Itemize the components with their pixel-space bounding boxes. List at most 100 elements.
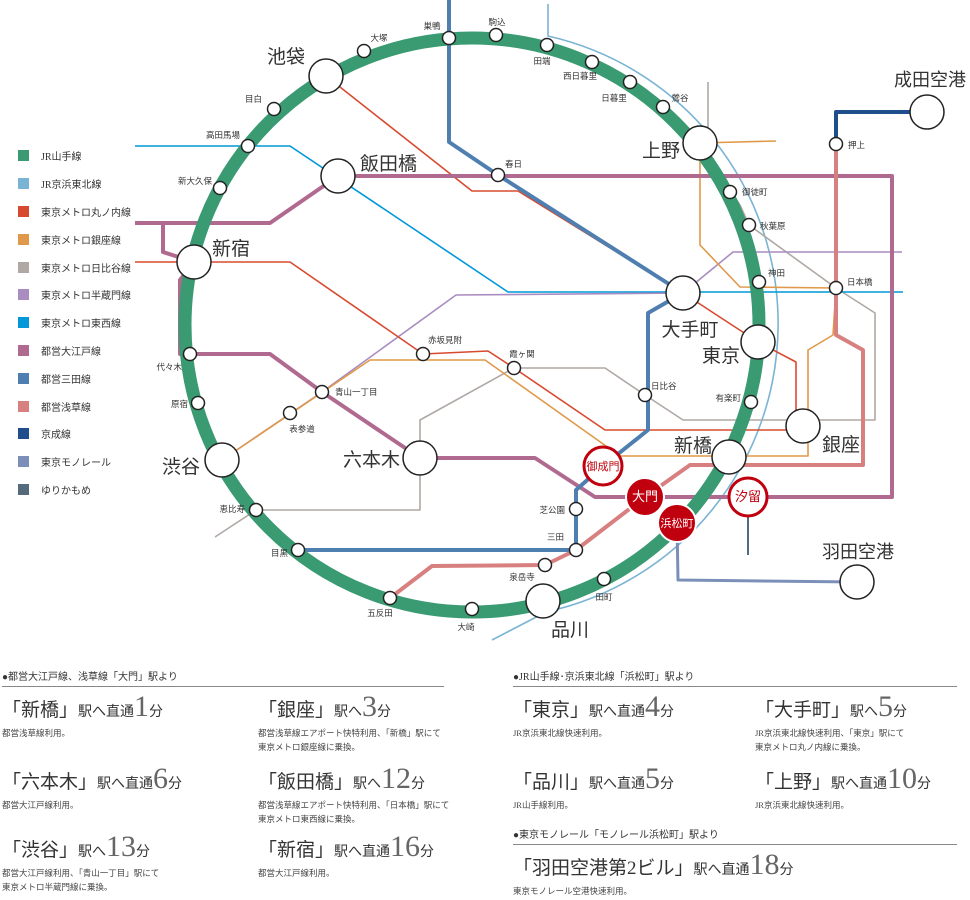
access-time: 「新橋」駅へ直通1分 — [2, 690, 163, 724]
access-time: 「品川」駅へ直通5分 — [513, 762, 674, 796]
station-marker-major[interactable] — [665, 275, 701, 311]
station-marker[interactable] — [568, 542, 584, 558]
legend-item: 京成線 — [18, 420, 131, 448]
route-note: JR京浜東北線快速利用、「東京」駅にて 東京メトロ丸ノ内線に乗換。 — [755, 728, 905, 752]
station-marker[interactable] — [182, 346, 198, 362]
station-marker[interactable] — [741, 217, 757, 233]
station-marker[interactable] — [240, 138, 256, 154]
station-marker-major[interactable] — [740, 324, 776, 360]
station-label: 恵比寿 — [219, 504, 245, 514]
station-marker[interactable] — [441, 30, 457, 46]
station-marker-highlight[interactable] — [582, 445, 624, 487]
station-marker-major[interactable] — [839, 564, 875, 600]
station-marker[interactable] — [282, 405, 298, 421]
station-marker[interactable] — [655, 99, 671, 115]
route-suffix: 駅へ直通 — [334, 845, 391, 860]
section-heading: ●都営大江戸線、浅草線「大門」駅より — [2, 668, 444, 687]
section-heading: ●東京モノレール「モノレール浜松町」駅より — [513, 826, 957, 845]
legend-label: 東京モノレール — [41, 458, 111, 470]
station-marker[interactable] — [537, 557, 553, 573]
destination-station: 「渋谷」 — [2, 840, 79, 861]
legend-swatch — [18, 289, 29, 301]
station-marker[interactable] — [314, 384, 330, 400]
route-suffix: 駅へ直通 — [78, 705, 135, 720]
station-marker-highlight[interactable] — [657, 503, 697, 543]
station-marker[interactable] — [266, 101, 282, 117]
station-marker-major[interactable] — [785, 408, 821, 444]
hibiya-line — [214, 82, 876, 538]
station-label: 池袋 — [267, 46, 305, 68]
access-entry: 「六本木」駅へ直通6分都営大江戸線利用。 — [2, 762, 182, 812]
legend-swatch — [18, 428, 29, 440]
station-label: 汐留 — [735, 489, 761, 504]
station-marker[interactable] — [488, 27, 504, 43]
station-marker-major[interactable] — [320, 158, 356, 194]
station-label: 羽田空港 — [822, 542, 894, 562]
station-marker[interactable] — [415, 346, 431, 362]
legend-swatch — [18, 205, 29, 217]
legend-swatch — [18, 233, 29, 245]
station-label: 秋葉原 — [760, 221, 786, 231]
station-marker[interactable] — [506, 360, 522, 376]
station-marker-major[interactable] — [204, 442, 240, 478]
station-marker[interactable] — [464, 601, 480, 617]
station-marker[interactable] — [290, 542, 306, 558]
station-marker-major[interactable] — [402, 440, 438, 476]
minutes: 5 — [878, 690, 894, 723]
station-marker[interactable] — [248, 502, 264, 518]
station-marker[interactable] — [743, 394, 759, 410]
legend-label: 都営浅草線 — [41, 402, 91, 414]
station-marker[interactable] — [751, 274, 767, 290]
station-marker[interactable] — [584, 54, 600, 70]
route-suffix: 駅へ直通 — [97, 777, 154, 792]
minutes-unit: 分 — [168, 777, 183, 792]
station-marker-major[interactable] — [176, 244, 212, 280]
station-marker[interactable] — [490, 167, 506, 183]
station-marker-major[interactable] — [682, 125, 718, 161]
station-marker-highlight[interactable] — [625, 477, 665, 517]
route-suffix: 駅へ — [334, 705, 363, 720]
station-marker[interactable] — [568, 501, 584, 517]
station-marker-highlight[interactable] — [727, 476, 769, 518]
station-marker[interactable] — [828, 280, 844, 296]
access-entry: 「羽田空港第2ビル」駅へ直通18分東京モノレール空港快速利用。 — [513, 848, 794, 898]
asakusa-line — [388, 144, 865, 600]
station-marker[interactable] — [212, 180, 228, 196]
legend-label: 京成線 — [41, 430, 71, 442]
minutes: 5 — [645, 762, 661, 795]
station-marker[interactable] — [382, 590, 398, 606]
station-marker[interactable] — [539, 37, 555, 53]
route-suffix: 駅へ直通 — [831, 777, 888, 792]
station-marker-major[interactable] — [308, 58, 344, 94]
station-marker[interactable] — [828, 136, 844, 152]
station-marker[interactable] — [356, 43, 372, 59]
access-time: 「渋谷」駅へ13分 — [2, 830, 159, 864]
station-label: 新橋 — [674, 435, 712, 457]
station-marker[interactable] — [622, 74, 638, 90]
station-marker[interactable] — [190, 395, 206, 411]
station-marker[interactable] — [722, 184, 738, 200]
access-time: 「新宿」駅へ直通16分 — [258, 830, 434, 864]
access-time: 「六本木」駅へ直通6分 — [2, 762, 182, 796]
station-label: 六本木 — [343, 449, 400, 471]
station-marker[interactable] — [596, 571, 612, 587]
legend-item: 東京メトロ銀座線 — [18, 225, 131, 253]
station-label: 巣鴨 — [423, 21, 441, 31]
station-marker-major[interactable] — [711, 439, 747, 475]
section-monorail: ●東京モノレール「モノレール浜松町」駅より — [513, 826, 957, 845]
station-marker[interactable] — [637, 387, 653, 403]
destination-station: 「新橋」 — [2, 700, 79, 721]
station-label: 霞ヶ関 — [509, 349, 535, 359]
legend-item: 都営浅草線 — [18, 392, 131, 420]
route-suffix: 駅へ — [850, 705, 879, 720]
access-time: 「羽田空港第2ビル」駅へ直通18分 — [513, 848, 794, 882]
station-label: 浜松町 — [661, 516, 694, 530]
route-note: 都営大江戸線利用。 — [2, 800, 79, 810]
destination-station: 「品川」 — [513, 772, 590, 793]
station-marker-major[interactable] — [525, 583, 561, 619]
route-suffix: 駅へ直通 — [589, 777, 646, 792]
section-daimon: ●都営大江戸線、浅草線「大門」駅より — [2, 668, 444, 687]
section-hamamatsucho: ●JR山手線･京浜東北線「浜松町」駅より — [513, 668, 957, 687]
station-marker-major[interactable] — [909, 94, 945, 130]
